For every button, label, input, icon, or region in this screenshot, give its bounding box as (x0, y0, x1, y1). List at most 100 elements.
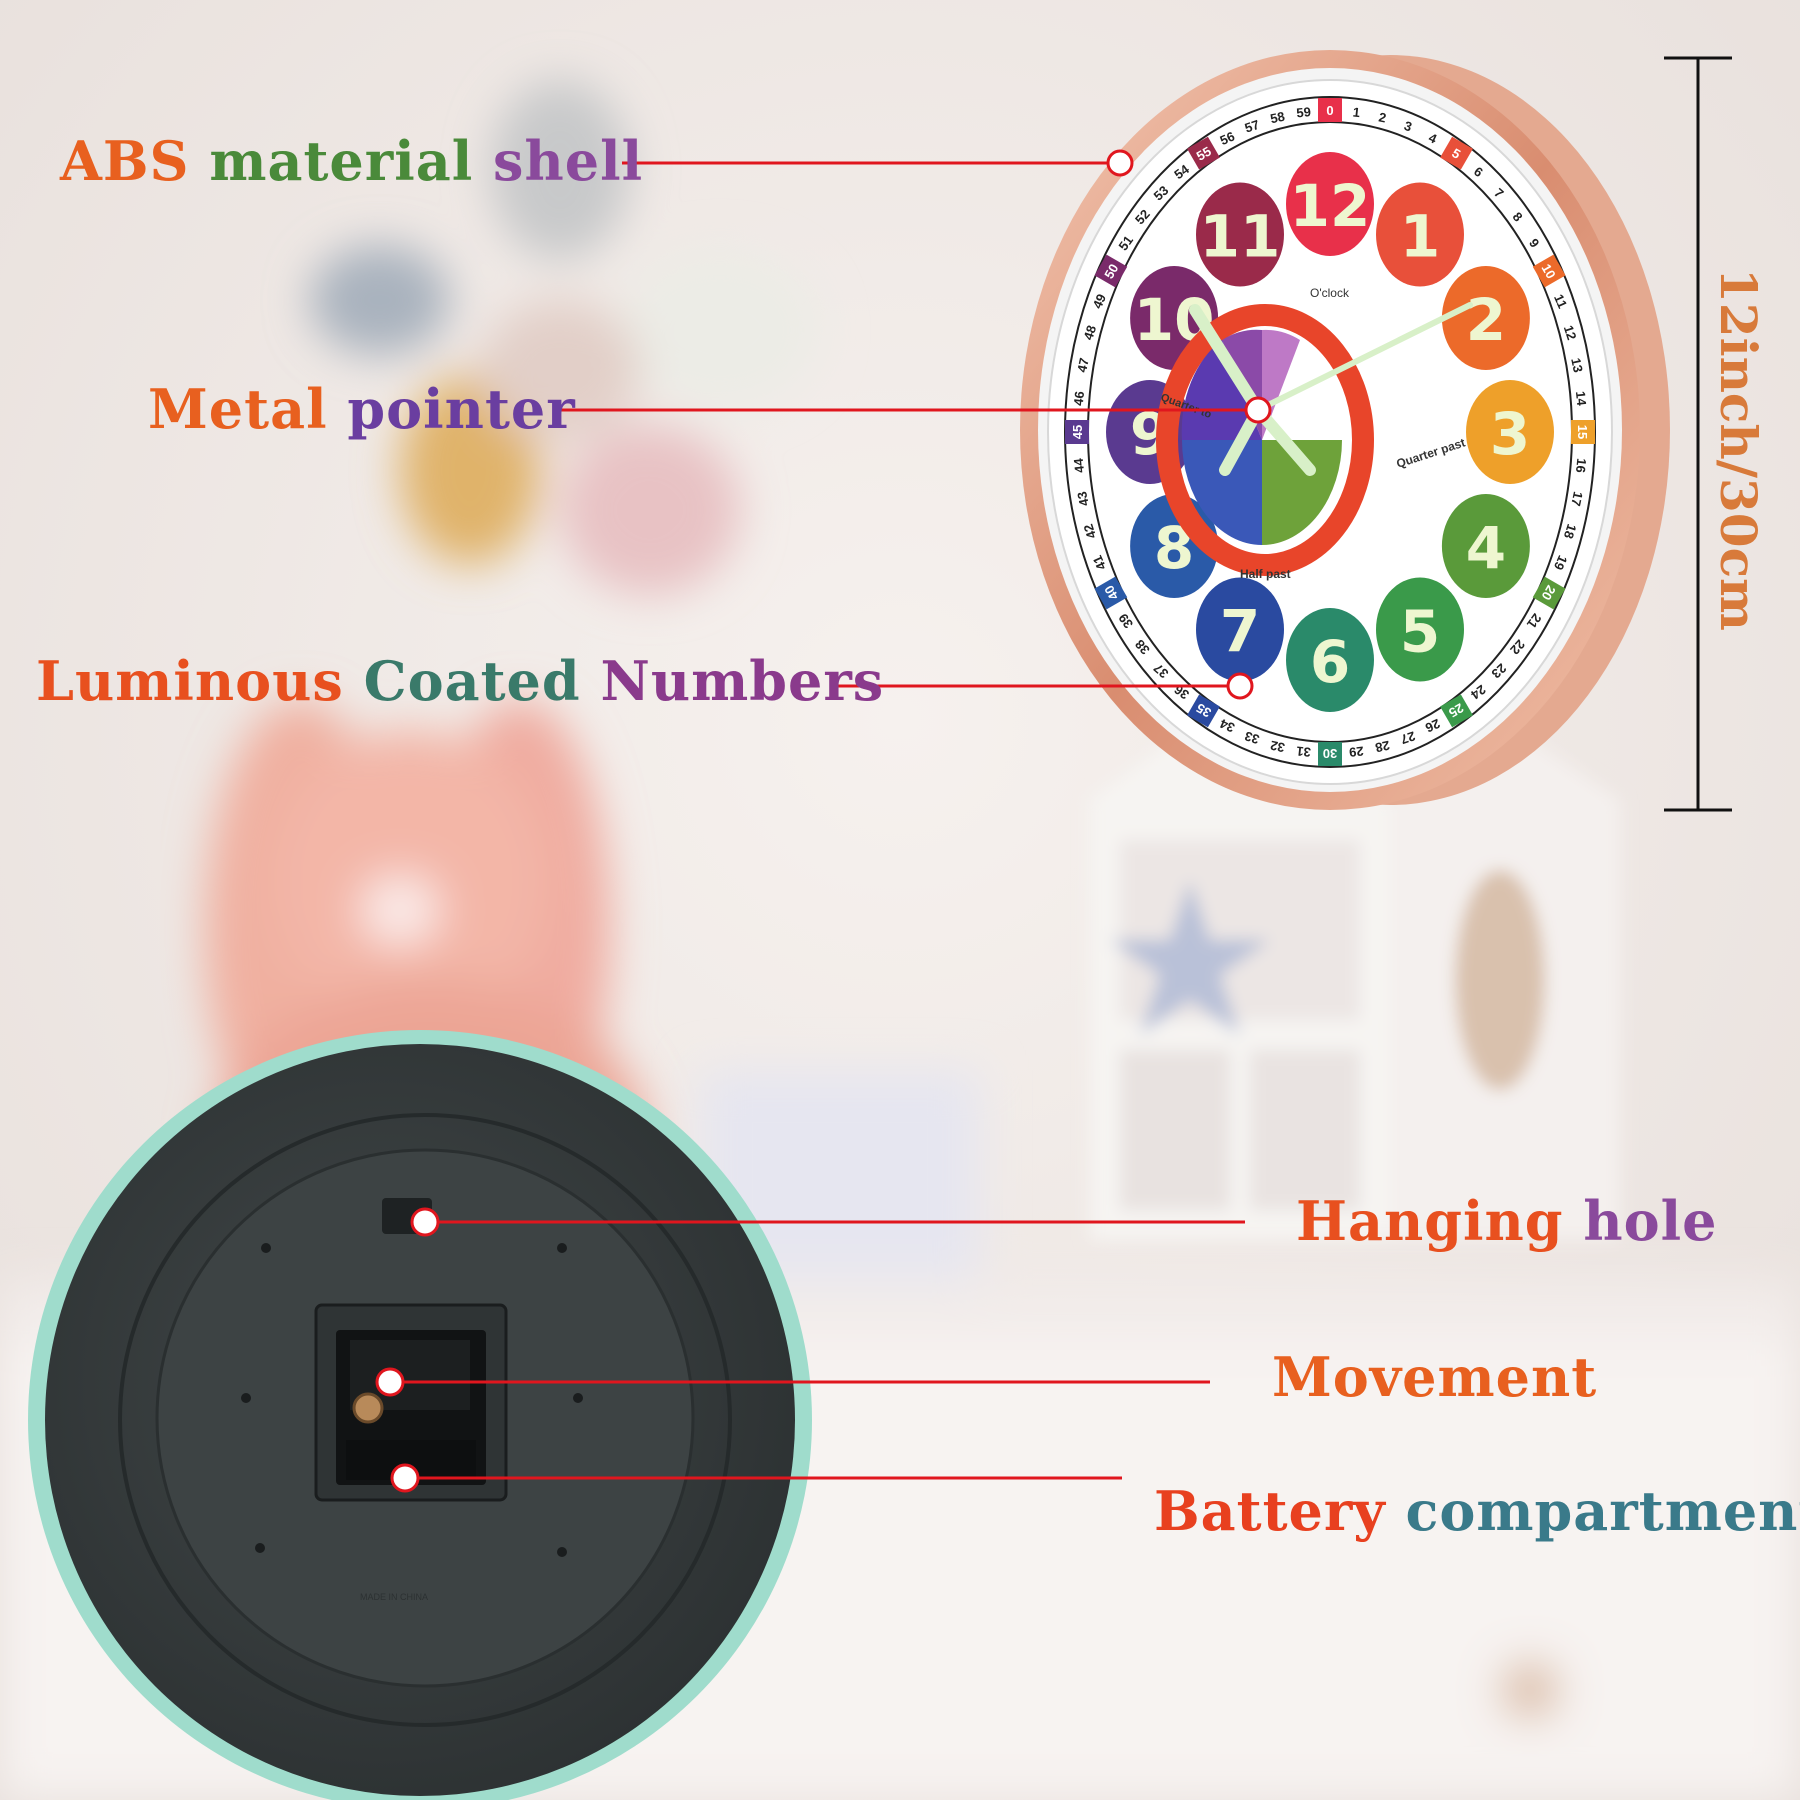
luminous-numbers-label: Luminous Coated Numbers (36, 654, 884, 708)
minute-number: 44 (1071, 457, 1088, 474)
made-in-china-text: MADE IN CHINA (360, 1592, 428, 1602)
minute-number: 3 (1402, 118, 1414, 135)
luminous-numbers-word: Numbers (600, 649, 885, 713)
minute-number: 15 (1575, 425, 1590, 439)
hour-number: 12 (1290, 172, 1371, 240)
hour-circle (1286, 608, 1374, 712)
minute-highlight (1094, 576, 1128, 610)
minute-number: 49 (1090, 292, 1110, 311)
hour-number: 1 (1400, 203, 1440, 271)
minute-number: 46 (1071, 390, 1087, 406)
back-clock: MADE IN CHINA (28, 1030, 812, 1800)
hour-circle (1196, 577, 1284, 682)
minute-number: 43 (1074, 490, 1092, 507)
battery-word: Battery (1154, 1479, 1406, 1543)
minute-number: 55 (1194, 143, 1214, 163)
hour-number: 4 (1466, 514, 1506, 582)
hour-circle (1376, 182, 1464, 287)
minute-number: 29 (1348, 744, 1364, 760)
minute-highlight (1440, 136, 1473, 170)
minute-number: 28 (1374, 738, 1391, 756)
minute-number: 42 (1080, 522, 1099, 540)
abs-shell-word: ABS (60, 129, 210, 193)
minute-number: 41 (1090, 553, 1110, 572)
minute-number: 12 (1561, 323, 1580, 341)
minute-number: 48 (1080, 323, 1099, 341)
minute-highlight (1094, 254, 1128, 288)
minute-number: 13 (1568, 357, 1586, 374)
minute-number: 40 (1101, 583, 1121, 603)
movement-label: Movement (1272, 1350, 1597, 1404)
minute-number: 27 (1399, 728, 1417, 747)
callout-dots (375, 149, 1272, 1493)
blurred-shelf-house (1090, 690, 1620, 1240)
minute-highlight (1187, 694, 1220, 728)
minute-number: 16 (1573, 458, 1589, 474)
luminous-numbers-word: Coated (363, 649, 601, 713)
minute-highlight (1318, 742, 1342, 766)
hour-number: 11 (1200, 203, 1281, 271)
minute-number: 20 (1539, 583, 1559, 603)
hanging-hole-label: Hanging hole (1296, 1194, 1718, 1248)
battery-word: compartment (1405, 1479, 1800, 1543)
minute-highlight (1440, 694, 1473, 728)
abs-shell-word: material (209, 129, 494, 193)
hour-circle (1376, 577, 1464, 682)
minute-number: 19 (1551, 553, 1571, 572)
hour-circle (1441, 494, 1530, 598)
hanging-hole-word: hole (1583, 1189, 1718, 1253)
minute-highlight (1318, 98, 1342, 122)
abs-shell-word: shell (493, 129, 644, 193)
minute-number: 21 (1524, 611, 1545, 632)
minute-number: 57 (1243, 117, 1261, 136)
minute-highlight (1532, 576, 1566, 610)
hanging-hole-word: Hanging (1296, 1189, 1584, 1253)
minute-number: 35 (1194, 700, 1214, 720)
half-past-label: Half past (1240, 567, 1291, 581)
minute-number: 39 (1115, 611, 1136, 632)
minute-number: 56 (1218, 129, 1237, 149)
dimension-label: 12inch/30cm (1709, 268, 1768, 631)
minute-number: 33 (1243, 728, 1261, 747)
movement-word: Movement (1272, 1345, 1598, 1409)
hour-number: 2 (1466, 286, 1506, 354)
minute-number: 10 (1539, 261, 1559, 281)
minute-number: 50 (1101, 261, 1121, 281)
metal-pointer-word: Metal (148, 377, 348, 441)
minute-number: 11 (1551, 292, 1570, 311)
minute-number: 59 (1296, 104, 1312, 120)
blurred-star-pillow (310, 80, 820, 595)
hour-circle (1196, 182, 1284, 287)
minute-highlight (1065, 420, 1089, 444)
teaching-ring (1156, 304, 1374, 576)
minute-number: 30 (1323, 746, 1337, 761)
minute-number: 51 (1115, 233, 1136, 254)
minute-highlight (1532, 254, 1566, 288)
minute-number: 32 (1269, 738, 1286, 756)
callout-lines (390, 161, 1258, 1480)
hour-number: 3 (1490, 400, 1530, 468)
dimension-bar (1664, 56, 1732, 812)
hour-circle (1466, 380, 1554, 484)
hour-number: 6 (1310, 628, 1350, 696)
minute-number: 18 (1561, 522, 1580, 540)
minute-number: 34 (1217, 716, 1237, 736)
minute-number: 0 (1326, 103, 1333, 118)
minute-number: 31 (1296, 744, 1312, 760)
battery-compartment-label: Battery compartment (1154, 1484, 1800, 1538)
metal-pointer-word: pointer (347, 377, 576, 441)
minute-number: 14 (1573, 390, 1590, 407)
minute-number: 58 (1269, 109, 1286, 127)
minute-number: 1 (1352, 104, 1361, 120)
minute-number: 17 (1568, 490, 1586, 507)
hour-circle (1441, 266, 1530, 370)
luminous-numbers-word: Luminous (36, 649, 364, 713)
hour-number: 5 (1400, 597, 1440, 665)
oclock-label: O'clock (1310, 286, 1350, 300)
minute-highlight (1187, 136, 1220, 170)
minute-highlight (1571, 420, 1595, 444)
minute-number: 2 (1377, 109, 1387, 125)
